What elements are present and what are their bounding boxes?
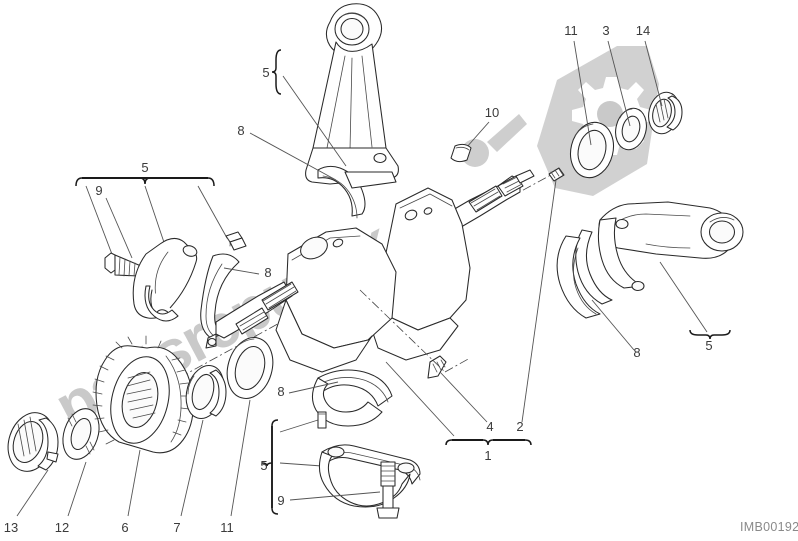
bottom-left-callouts: 13 12 6 7 11 — [4, 399, 251, 535]
washer-3 — [615, 107, 647, 151]
rod-cap-left — [132, 237, 198, 322]
callout-label-6: 6 — [121, 520, 128, 535]
callout-5-top: 5 — [262, 49, 347, 167]
callout-label-10: 10 — [485, 105, 499, 120]
callout-label-5-right: 5 — [705, 338, 712, 353]
callout-8-top: 8 — [237, 123, 337, 181]
woodruff-key-group: 10 — [450, 105, 499, 163]
belleville-washer-12 — [62, 408, 100, 460]
callout-label-8-mid: 8 — [277, 384, 284, 399]
callout-label-11-bottom: 11 — [220, 520, 234, 535]
callout-label-1: 1 — [484, 448, 491, 463]
primary-drive-gear-6 — [92, 335, 194, 454]
callout-label-8-top: 8 — [237, 123, 244, 138]
callout-label-12: 12 — [55, 520, 69, 535]
washer-11 — [570, 121, 614, 179]
callout-label-8-leftshell: 8 — [264, 265, 271, 280]
callout-label-3: 3 — [602, 23, 609, 38]
rod-bolt-bottom — [376, 461, 400, 519]
callout-label-11-top: 11 — [564, 23, 578, 38]
callout-label-8-right: 8 — [633, 345, 640, 360]
callout-label-9-left: 9 — [95, 183, 102, 198]
bottom-rod-cap-group: 5 9 — [260, 411, 421, 519]
crank-pin-plug — [427, 355, 447, 379]
callout-8-left-shell: 8 — [223, 265, 272, 280]
crankshaft-callouts: 4 2 1 — [385, 179, 557, 463]
callout-label-5-bottom: 5 — [260, 458, 267, 473]
callout-label-7: 7 — [173, 520, 180, 535]
callout-label-13: 13 — [4, 520, 18, 535]
callout-label-2: 2 — [516, 419, 523, 434]
connecting-rod-top — [305, 3, 399, 219]
right-washer-stack: 11 3 14 — [564, 23, 683, 179]
bearing-shell-bottom: 8 — [277, 369, 393, 427]
callout-label-9-bottom: 9 — [277, 493, 284, 508]
flanged-bush-14 — [648, 91, 683, 135]
reference-code: IMB00192 — [740, 520, 798, 534]
callout-label-4: 4 — [486, 419, 493, 434]
dowel-pin-left — [225, 231, 247, 251]
spacer-ring-7 — [185, 365, 227, 419]
callout-label-14: 14 — [636, 23, 650, 38]
callout-label-5-top: 5 — [262, 65, 269, 80]
washer-11-bottom — [226, 337, 274, 399]
callout-label-5-left: 5 — [141, 160, 148, 175]
left-rod-cap-group: 5 9 — [75, 160, 247, 339]
ring-nut-13 — [7, 412, 59, 472]
crankshaft — [119, 167, 565, 411]
connecting-rod-right: 8 5 — [556, 201, 744, 360]
